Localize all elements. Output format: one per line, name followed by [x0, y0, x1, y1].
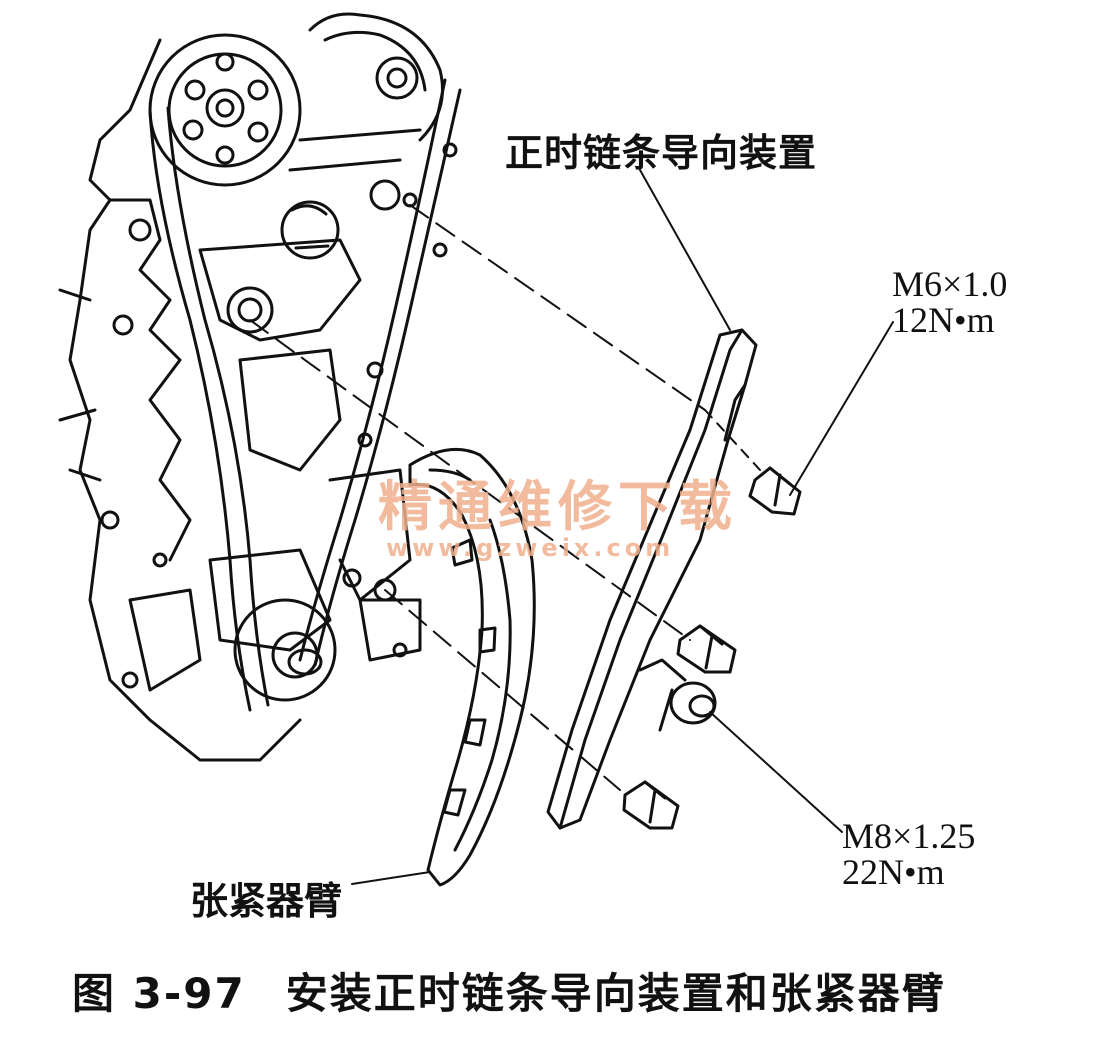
bolt-tensioner-collar	[638, 658, 717, 732]
figure-caption: 图 3-97 安装正时链条导向装置和张紧器臂	[72, 960, 946, 1021]
crankshaft-sprocket	[233, 598, 337, 702]
timing-chain	[148, 78, 462, 712]
chain-guide-label: 正时链条导向装置	[505, 130, 818, 175]
watermark-url: www.gzweix.com	[386, 534, 675, 562]
spec-m8-size: M8×1.25	[842, 816, 976, 856]
spec-m8-torque: 22N•m	[842, 852, 945, 892]
bolt-m8-middle	[676, 624, 737, 674]
spec-m6: M6×1.0 12N•m	[892, 266, 1007, 338]
tensioner-arm	[408, 447, 536, 887]
spec-m8: M8×1.25 22N•m	[842, 818, 975, 890]
bolt-m8-lower	[622, 780, 680, 830]
tensioner-arm-label: 张紧器臂	[190, 878, 343, 923]
camshaft-sprocket-right	[308, 12, 444, 142]
caption-title: 安装正时链条导向装置和张紧器臂	[285, 969, 946, 1018]
spec-m6-size: M6×1.0	[892, 264, 1008, 304]
watermark-text: 精通维修下载	[378, 474, 738, 538]
spec-m6-torque: 12N•m	[892, 300, 995, 340]
installation-lines	[249, 204, 761, 791]
leader-lines	[351, 169, 894, 885]
engine-block	[58, 38, 458, 762]
watermark: 精通维修下载 www.gzweix.com	[378, 478, 738, 562]
caption-number: 图 3-97	[72, 969, 246, 1018]
bolt-m6-upper	[748, 466, 802, 516]
chain-guide	[546, 328, 758, 830]
